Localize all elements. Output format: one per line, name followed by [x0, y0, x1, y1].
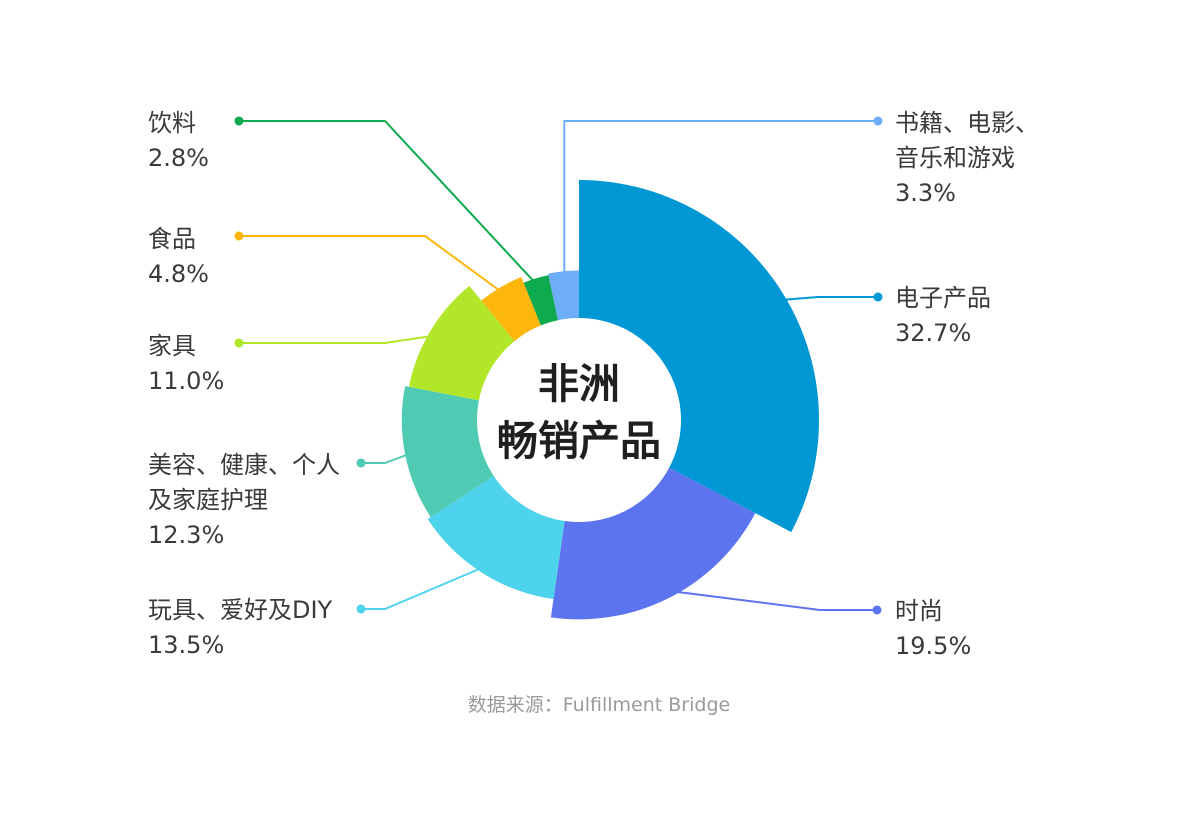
slice-label-3-line-1: 及家庭护理: [148, 486, 268, 514]
chart-title-line-2: 畅销产品: [497, 417, 661, 465]
leader-dot-7: [873, 116, 883, 126]
slice-5: [481, 277, 543, 345]
labels-group: 电子产品 32.7% 时尚 19.5% 玩具、爱好及DIY 13.5% 美容、健康、个人及家…: [148, 109, 1039, 660]
slice-label-2-line-0: 玩具、爱好及DIY: [148, 596, 333, 624]
leader-line-6: [239, 120, 539, 287]
slices-group: [401, 180, 820, 620]
slice-value-1: 19.5%: [895, 632, 971, 660]
slice-value-7: 3.3%: [895, 179, 956, 207]
slice-label-0-line-0: 电子产品: [895, 284, 991, 312]
slice-value-3: 12.3%: [148, 521, 224, 549]
leader-line-4: [239, 334, 438, 344]
slice-0: [579, 180, 820, 533]
slice-1: [550, 465, 756, 620]
leader-dot-5: [234, 231, 244, 241]
leader-line-2: [361, 565, 487, 610]
leader-line-3: [361, 451, 414, 464]
slice-value-5: 4.8%: [148, 260, 209, 288]
leader-line-7: [563, 120, 878, 280]
chart-title-line-1: 非洲: [538, 360, 620, 408]
slice-label-5-line-0: 食品: [148, 225, 196, 253]
leader-line-0: [777, 296, 878, 302]
slice-value-2: 13.5%: [148, 631, 224, 659]
leader-dot-6: [234, 116, 244, 126]
slice-label-3-line-0: 美容、健康、个人: [148, 451, 340, 479]
leader-dot-3: [356, 458, 366, 468]
slice-label-4-line-0: 家具: [148, 332, 196, 360]
slice-label-6-line-0: 饮料: [148, 109, 196, 137]
leader-line-1: [665, 589, 877, 611]
slice-value-6: 2.8%: [148, 144, 209, 172]
slice-value-0: 32.7%: [895, 319, 971, 347]
center-hole: [477, 318, 681, 522]
leader-lines-group: [234, 116, 883, 615]
slice-label-7-line-0: 书籍、电影、: [895, 109, 1039, 137]
leader-dot-0: [873, 292, 883, 302]
leader-dot-2: [356, 604, 366, 614]
slice-6: [523, 275, 559, 330]
slice-3: [401, 385, 498, 518]
slice-2: [427, 473, 566, 600]
slice-value-4: 11.0%: [148, 367, 224, 395]
slice-label-7-line-1: 音乐和游戏: [895, 144, 1015, 172]
leader-dot-4: [234, 338, 244, 348]
leader-line-5: [239, 235, 506, 296]
slice-7: [548, 270, 579, 325]
leader-dot-1: [872, 605, 882, 615]
slice-label-1-line-0: 时尚: [895, 597, 943, 625]
data-source-note: 数据来源：Fulfillment Bridge: [468, 694, 730, 716]
